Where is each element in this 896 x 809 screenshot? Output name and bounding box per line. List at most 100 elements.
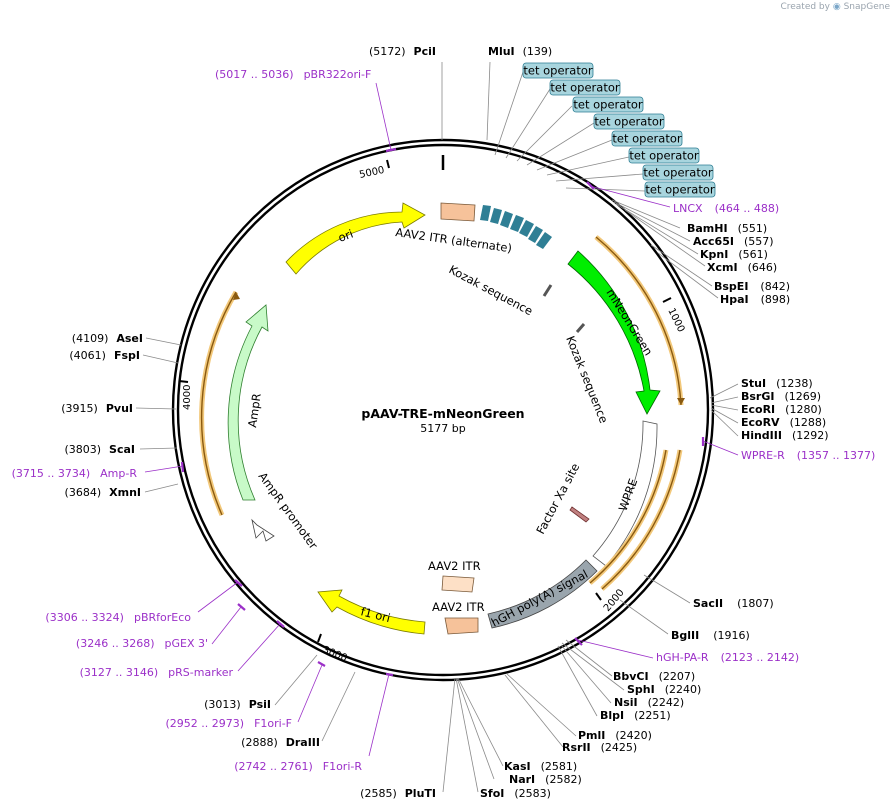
svg-text:(3684)XmnI: (3684)XmnI	[65, 486, 141, 499]
svg-text:EcoRV(1288): EcoRV(1288)	[741, 416, 826, 429]
tet-operator-label[interactable]: tet operator	[644, 181, 716, 198]
enzyme-site-sacii[interactable]: SacII(1807)	[693, 597, 774, 610]
feature-f1-ori[interactable]: f1 ori	[317, 589, 426, 635]
svg-text:(3013)PsiI: (3013)PsiI	[204, 698, 271, 711]
svg-text:XcmI(646): XcmI(646)	[707, 261, 777, 274]
enzyme-site-xcmi[interactable]: XcmI(646)	[707, 261, 777, 274]
primer-site-amp-r[interactable]: (3715 .. 3734)Amp-R	[12, 467, 138, 480]
enzyme-site-bamhi[interactable]: BamHI(551)	[687, 222, 767, 235]
enzyme-site-hpai[interactable]: HpaI(898)	[720, 293, 790, 306]
tet-operator-label[interactable]: tet operator	[611, 130, 683, 147]
snapgene-watermark: Created by ◉ SnapGene	[780, 2, 890, 12]
feature-kozak-2[interactable]: Kozak sequence	[563, 323, 611, 425]
tet-operator-label[interactable]: tet operator	[593, 113, 665, 130]
bp-tick-5000: 5000	[358, 159, 390, 181]
enzyme-site-sphi[interactable]: SphI(2240)	[627, 683, 701, 696]
enzyme-site-bsrgi[interactable]: BsrGI(1269)	[741, 390, 821, 403]
enzyme-site-mlui[interactable]: MluI(139)	[488, 45, 552, 58]
svg-text:(2952 .. 2973)F1ori-F: (2952 .. 2973)F1ori-F	[166, 717, 293, 730]
primer-arc-left	[199, 290, 240, 516]
enzyme-site-sfoi[interactable]: SfoI(2583)	[480, 787, 551, 800]
enzyme-site-pcii[interactable]: (5172)PciI	[369, 45, 436, 58]
enzyme-site-psii[interactable]: (3013)PsiI	[204, 698, 271, 711]
feature-label: Kozak sequence	[447, 262, 536, 318]
primer-site-lncx[interactable]: LNCX(464 .. 488)	[673, 202, 779, 215]
primer-arc-right-lower-1	[588, 449, 669, 585]
feature-factor-xa[interactable]: Factor Xa site	[533, 461, 590, 537]
svg-text:BamHI(551): BamHI(551)	[687, 222, 767, 235]
tet-operator-label[interactable]: tet operator	[628, 147, 700, 164]
enzyme-site-kpni[interactable]: KpnI(561)	[700, 248, 768, 261]
primer-marks	[180, 147, 705, 677]
enzyme-site-bbvci[interactable]: BbvCI(2207)	[613, 670, 695, 683]
enzyme-leaders	[135, 61, 739, 793]
svg-text:(3246 .. 3268)pGEX 3': (3246 .. 3268)pGEX 3'	[76, 637, 208, 650]
enzyme-site-fspi[interactable]: (4061)FspI	[69, 349, 140, 362]
svg-text:(2742 .. 2761)F1ori-R: (2742 .. 2761)F1ori-R	[234, 760, 362, 773]
svg-text:RsrII(2425): RsrII(2425)	[562, 741, 637, 754]
enzyme-site-pmli[interactable]: PmlI(2420)	[578, 729, 652, 742]
enzyme-site-ecori[interactable]: EcoRI(1280)	[741, 403, 822, 416]
svg-text:BsrGI(1269): BsrGI(1269)	[741, 390, 821, 403]
svg-text:HpaI(898): HpaI(898)	[720, 293, 790, 306]
primer-site-wpre-r[interactable]: WPRE-R(1357 .. 1377)	[741, 449, 875, 462]
primer-site-pbrforeco[interactable]: (3306 .. 3324)pBRforEco	[45, 611, 191, 624]
primer-site-f1ori-r[interactable]: (2742 .. 2761)F1ori-R	[234, 760, 362, 773]
svg-text:tet operator: tet operator	[594, 115, 663, 129]
svg-text:BlpI(2251): BlpI(2251)	[600, 709, 671, 722]
enzyme-site-rsrii[interactable]: RsrII(2425)	[562, 741, 637, 754]
plasmid-size: 5177 bp	[420, 422, 465, 435]
bp-tick-1000: 1000	[662, 297, 686, 334]
enzyme-site-pvui[interactable]: (3915)PvuI	[61, 402, 133, 415]
svg-text:BbvCI(2207): BbvCI(2207)	[613, 670, 695, 683]
enzyme-site-hindiii[interactable]: HindIII(1292)	[741, 429, 829, 442]
feature-label: AAV2 ITR	[432, 600, 485, 614]
svg-text:SacII(1807): SacII(1807)	[693, 597, 774, 610]
enzyme-site-ecorv[interactable]: EcoRV(1288)	[741, 416, 826, 429]
primer-site-pgex3[interactable]: (3246 .. 3268)pGEX 3'	[76, 637, 208, 650]
feature-kozak-1[interactable]: Kozak sequence	[447, 262, 553, 318]
tet-operator-label[interactable]: tet operator	[549, 79, 621, 96]
svg-text:BglII(1916): BglII(1916)	[671, 629, 750, 642]
feature-ampr[interactable]: AmpR	[227, 304, 269, 501]
primer-site-hgh-pa-r[interactable]: hGH-PA-R(2123 .. 2142)	[656, 651, 799, 664]
primer-site-prs-marker[interactable]: (3127 .. 3146)pRS-marker	[80, 666, 234, 679]
enzyme-site-bspei[interactable]: BspEI(842)	[714, 280, 790, 293]
feature-aav2-itr[interactable]: AAV2 ITR	[432, 600, 485, 635]
feature-aav2-itr-inner[interactable]: AAV2 ITR	[428, 559, 481, 593]
enzyme-site-acc65i[interactable]: Acc65I(557)	[693, 235, 774, 248]
enzyme-site-scai[interactable]: (3803)ScaI	[64, 443, 135, 456]
tet-operator-label[interactable]: tet operator	[572, 96, 644, 113]
feature-ampr-promoter[interactable]: AmpR promoter	[251, 470, 321, 552]
tet-operator-label[interactable]: tet operator	[642, 164, 714, 181]
enzyme-site-pluti[interactable]: (2585)PluTI	[360, 787, 436, 800]
brand-prefix: Created by	[780, 2, 830, 12]
svg-text:SphI(2240): SphI(2240)	[627, 683, 701, 696]
primer-site-pbr322ori-f[interactable]: (5017 .. 5036)pBR322ori-F	[215, 68, 371, 81]
enzyme-site-xmni[interactable]: (3684)XmnI	[65, 486, 141, 499]
enzyme-site-nari[interactable]: NarI(2582)	[509, 773, 582, 786]
feature-hgh-polya[interactable]: hGH poly(A) signal	[487, 559, 598, 630]
enzyme-site-asei[interactable]: (4109)AseI	[72, 332, 143, 345]
enzyme-site-nsii[interactable]: NsiI(2242)	[614, 696, 684, 709]
enzyme-site-bglii[interactable]: BglII(1916)	[671, 629, 750, 642]
bp-tick-3000: 3000	[317, 633, 349, 664]
svg-text:Acc65I(557): Acc65I(557)	[693, 235, 774, 248]
tet-operator-label[interactable]: tet operator	[522, 62, 594, 79]
bp-tick-4000: 4000	[178, 380, 193, 410]
tet-operator-cluster[interactable]	[480, 205, 552, 249]
feature-ori[interactable]: ori	[285, 202, 426, 275]
svg-text:StuI(1238): StuI(1238)	[741, 377, 813, 390]
enzyme-site-stui[interactable]: StuI(1238)	[741, 377, 813, 390]
primer-site-f1ori-f[interactable]: (2952 .. 2973)F1ori-F	[166, 717, 293, 730]
enzyme-site-draiii[interactable]: (2888)DraIII	[241, 736, 320, 749]
svg-text:MluI(139): MluI(139)	[488, 45, 552, 58]
svg-text:LNCX(464 .. 488): LNCX(464 .. 488)	[673, 202, 779, 215]
enzyme-site-blpi[interactable]: BlpI(2251)	[600, 709, 671, 722]
enzyme-site-kasi[interactable]: KasI(2581)	[504, 760, 577, 773]
svg-text:(3803)ScaI: (3803)ScaI	[64, 443, 135, 456]
svg-text:(3715 .. 3734)Amp-R: (3715 .. 3734)Amp-R	[12, 467, 138, 480]
feature-mneongreen[interactable]: mNeonGreen	[567, 250, 661, 415]
primer-arc-right	[594, 235, 685, 406]
